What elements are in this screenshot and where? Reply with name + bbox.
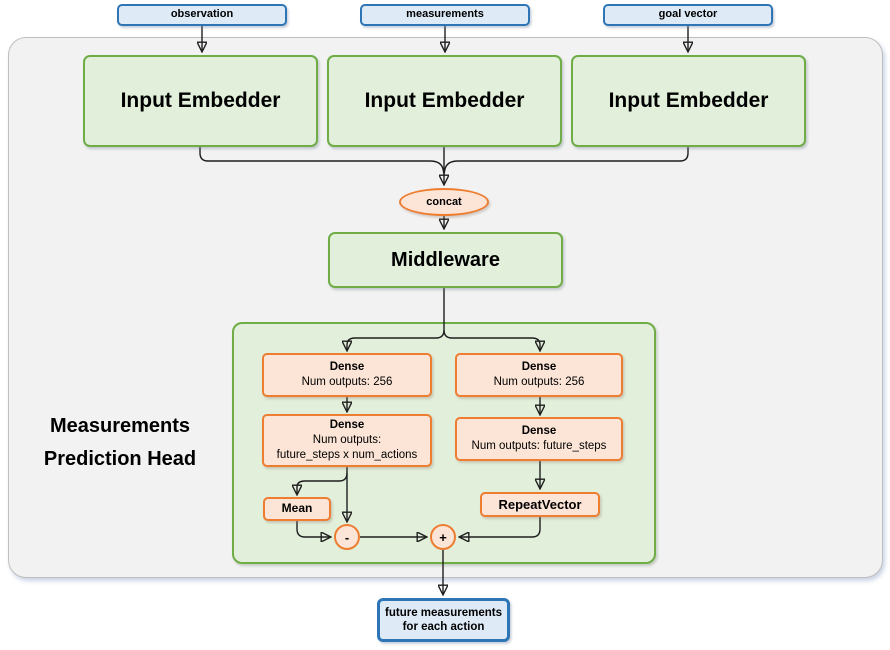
dense-left-1: Dense Num outputs: 256 [262, 353, 432, 397]
mean-label: Mean [281, 501, 313, 516]
middleware-node: Middleware [328, 232, 563, 288]
output-node: future measurements for each action [377, 598, 510, 642]
input-embedder-1: Input Embedder [83, 55, 318, 147]
prediction-head-title: Measurements Prediction Head [43, 415, 197, 470]
input-node-goal-vector: goal vector [603, 4, 773, 26]
dense-title: Dense [521, 360, 557, 373]
repeatvector-node: RepeatVector [480, 492, 600, 517]
concat-label: concat [426, 196, 462, 208]
minus-operator-node: - [334, 524, 360, 550]
dense-subtitle: Num outputs: [312, 433, 382, 446]
dense-subtitle: Num outputs: future_steps [471, 440, 607, 452]
dense-title: Dense [329, 418, 365, 431]
dense-subtitle: Num outputs: 256 [301, 376, 393, 388]
plus-operator-node: + [430, 524, 456, 550]
input-node-label: measurements [406, 8, 484, 21]
input-node-measurements: measurements [360, 4, 530, 26]
dense-title: Dense [329, 360, 365, 373]
input-embedder-label: Input Embedder [608, 89, 769, 112]
input-embedder-label: Input Embedder [120, 89, 281, 112]
dense-left-2: Dense Num outputs: future_steps x num_ac… [262, 414, 432, 467]
concat-node: concat [399, 188, 489, 216]
mean-node: Mean [263, 497, 331, 521]
dense-title: Dense [521, 424, 557, 437]
input-node-label: goal vector [658, 8, 718, 21]
plus-label: + [439, 529, 447, 545]
output-label-line2: for each action [402, 621, 485, 633]
input-embedder-2: Input Embedder [327, 55, 562, 147]
middleware-label: Middleware [391, 248, 500, 271]
dense-right-1: Dense Num outputs: 256 [455, 353, 623, 397]
repeatvector-label: RepeatVector [498, 496, 582, 512]
dense-subtitle: future_steps x num_actions [276, 449, 418, 462]
dense-right-2: Dense Num outputs: future_steps [455, 417, 623, 461]
input-node-observation: observation [117, 4, 287, 26]
output-label-line1: future measurements [385, 606, 502, 619]
minus-label: - [344, 529, 350, 545]
input-embedder-3: Input Embedder [571, 55, 806, 147]
input-node-label: observation [170, 8, 234, 21]
dense-subtitle: Num outputs: 256 [493, 376, 585, 388]
input-embedder-label: Input Embedder [364, 89, 525, 112]
